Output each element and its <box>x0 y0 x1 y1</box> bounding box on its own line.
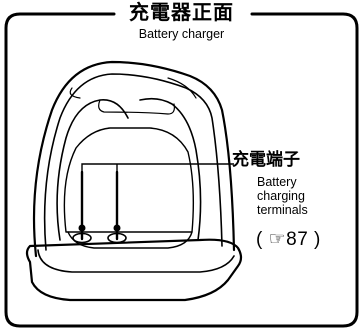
charger-base <box>25 238 243 302</box>
callout-leader <box>81 163 234 172</box>
terminal-label-en: Battery charging terminals <box>257 175 308 217</box>
charger-back <box>32 60 236 258</box>
cradle-left-wall <box>56 99 129 241</box>
terminal-label-line-3: terminals <box>257 203 308 217</box>
terminal-label-jp: 充電端子 <box>232 150 300 170</box>
terminal-right-tip <box>113 224 121 232</box>
cradle-slot <box>63 127 195 233</box>
charging-terminals <box>78 170 121 241</box>
panel-title: 充電器正面 <box>129 0 234 24</box>
charger-illustration <box>25 60 243 302</box>
cradle-right-wall <box>139 97 202 241</box>
page-reference: ( ☞87 ) <box>256 229 321 250</box>
highlight-3 <box>167 77 197 99</box>
back-inner-contour <box>43 73 223 251</box>
highlight-2 <box>69 87 81 99</box>
terminal-label-line-2: charging <box>257 189 305 203</box>
base-rim <box>37 249 235 273</box>
highlight-1 <box>98 99 175 115</box>
terminal-left-tip <box>78 224 86 232</box>
terminal-label-line-1: Battery <box>257 175 297 189</box>
panel-subtitle: Battery charger <box>138 27 225 41</box>
panel-frame <box>4 12 359 328</box>
